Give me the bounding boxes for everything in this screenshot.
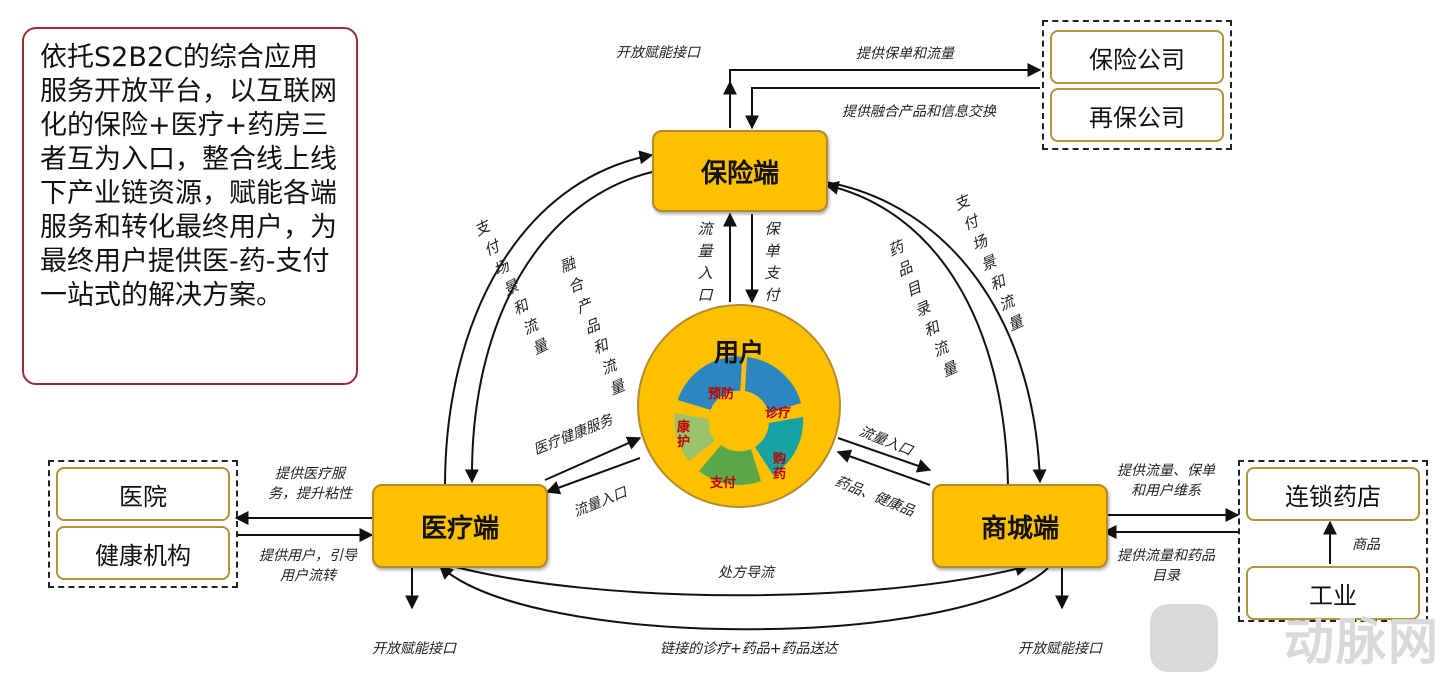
arc-chain (438, 565, 1049, 631)
insurer-group (1042, 20, 1232, 150)
label-from-pharmacy: 提供流量和药品目录 (1117, 548, 1215, 584)
label-from-hospital: 提供用户，引导用户流转 (259, 548, 357, 584)
label-rx-flow: 处方导流 (718, 565, 774, 581)
label-goods: 商品 (1352, 537, 1380, 553)
arc-drug-catalog (825, 181, 1047, 484)
cycle-label-pay: 支付 (710, 476, 737, 491)
medical-node[interactable]: 医疗端 (372, 484, 548, 568)
cycle-segment-diagnose (745, 357, 801, 413)
pharmacy-box[interactable]: 连锁药店 (1246, 467, 1420, 521)
hospital-box[interactable]: 医院 (56, 467, 230, 521)
description-box: 依托S2B2C的综合应用服务开放平台，以互联网化的保险+医疗+药房三者互为入口，… (22, 27, 358, 385)
reinsurer-box[interactable]: 再保公司 (1050, 88, 1224, 142)
arc-pay-right (824, 181, 1009, 487)
industry-box[interactable]: 工业 (1246, 566, 1420, 620)
pharmacy-group (1238, 460, 1428, 622)
arc-pay-left (444, 150, 654, 487)
label-to-pharmacy: 提供流量、保单和用户维系 (1117, 463, 1215, 499)
cycle-label-prevent: 预防 (708, 387, 735, 402)
watermark-logo-icon (1150, 604, 1218, 672)
arrow-medical-service (544, 436, 642, 481)
label-to-insurer: 提供保单和流量 (856, 46, 954, 62)
watermark: 动脉网 (1284, 613, 1440, 671)
insurance-node[interactable]: 保险端 (652, 130, 828, 212)
open-interface-right: 开放赋能接口 (1018, 641, 1102, 657)
arrow-from-insurer (745, 87, 1040, 130)
cycle-segment-prevent (677, 356, 743, 410)
cycle-label-diagnose: 诊疗 (765, 406, 792, 421)
cycle-segment-pay (699, 445, 761, 485)
open-interface-left: 开放赋能接口 (372, 641, 456, 657)
arc-rx-flow (451, 562, 1030, 597)
arc-fusion (464, 171, 653, 484)
cycle-segment-care (674, 413, 715, 461)
arrow-drugs-to-user (836, 449, 931, 486)
health-org-box[interactable]: 健康机构 (56, 526, 230, 580)
cycle-segment-buy (755, 417, 804, 475)
arrow-to-insurer (729, 63, 1042, 128)
arrow-traffic-to-mall (837, 437, 932, 473)
cycle-label-care: 康护 (677, 420, 691, 450)
label-from-insurer: 提供融合产品和信息交换 (842, 104, 996, 120)
label-chain: 链接的诊疗+药品+药品送达 (660, 641, 838, 657)
user-title: 用户 (713, 338, 764, 367)
label-traffic-entry-vertical: 流量入口 (697, 220, 713, 304)
arrow-traffic-to-medical (545, 457, 641, 495)
open-interface-top: 开放赋能接口 (616, 45, 700, 61)
user-circle (637, 304, 841, 508)
label-policy-pay-vertical: 保单支付 (764, 220, 780, 304)
insurer-box[interactable]: 保险公司 (1050, 30, 1224, 84)
label-to-hospital: 提供医疗服务，提升粘性 (268, 466, 352, 502)
mall-node[interactable]: 商城端 (932, 484, 1108, 568)
cycle-label-buy: 购药 (773, 452, 787, 482)
hospital-group (48, 460, 238, 588)
